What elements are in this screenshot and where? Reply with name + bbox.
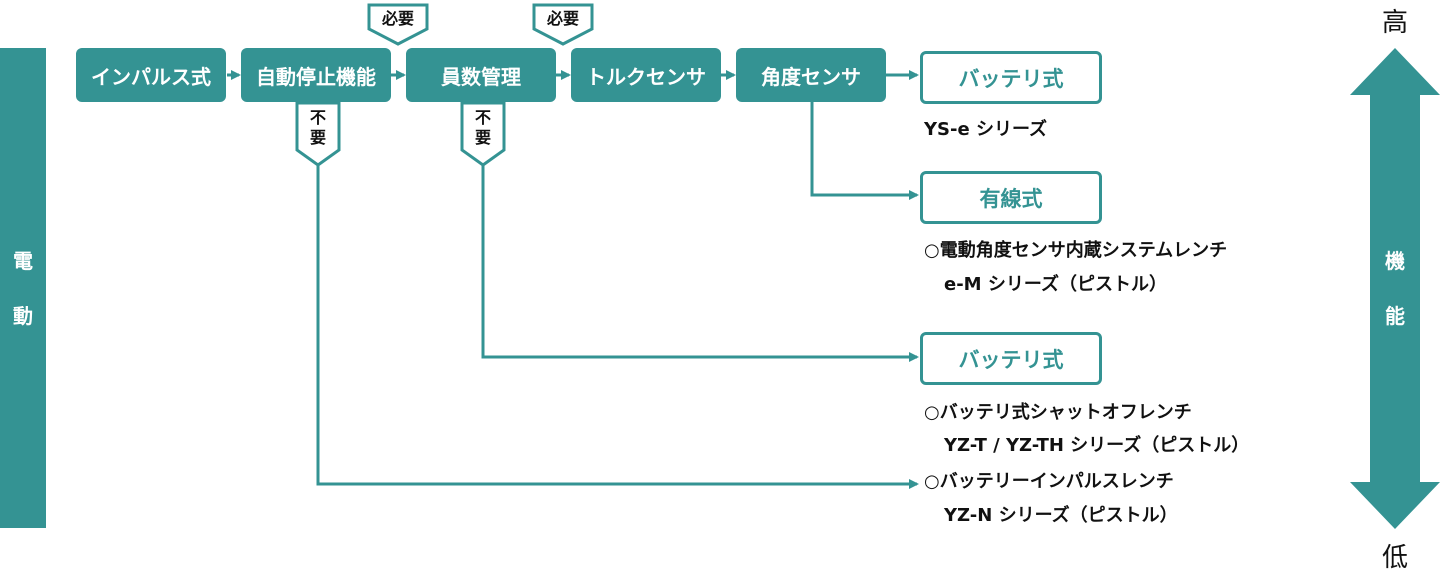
not-required-tag-1: 不要 xyxy=(297,108,339,148)
desc-em-line2: e-M シリーズ（ピストル） xyxy=(944,274,1167,295)
scale-axis-char-1: 機 xyxy=(1385,249,1405,273)
required-tag-2: 必要 xyxy=(546,9,579,28)
not-required-tag-2-shape xyxy=(460,101,506,167)
required-tag-1: 必要 xyxy=(381,9,414,28)
result-wired: 有線式 xyxy=(920,171,1102,224)
scale-high: 高 xyxy=(1382,8,1409,38)
scale-low: 低 xyxy=(1382,543,1409,573)
stage-angle-sensor: 角度センサ xyxy=(736,48,886,102)
stage-auto-stop: 自動停止機能 xyxy=(241,48,391,102)
desc-em-line1: ○電動角度センサ内蔵システムレンチ xyxy=(924,240,1228,261)
result-battery-mid: バッテリ式 xyxy=(920,332,1102,385)
desc-yz-n-line2: YZ-N シリーズ（ピストル） xyxy=(944,505,1178,526)
connector-to-wired xyxy=(810,102,919,200)
stage-count-management: 員数管理 xyxy=(406,48,556,102)
not-required-tag-1-shape xyxy=(295,101,341,167)
desc-yz-n-line1: ○バッテリーインパルスレンチ xyxy=(924,471,1174,492)
desc-ys-e: YS-e シリーズ xyxy=(924,119,1048,140)
stage-torque-sensor: トルクセンサ xyxy=(571,48,721,102)
scale-axis-char-2: 能 xyxy=(1385,304,1405,328)
category-label-char-1: 電 xyxy=(13,249,33,273)
not-required-tag-2: 不要 xyxy=(462,108,504,148)
required-tag-2-shape xyxy=(532,3,594,46)
stage-impulse: インパルス式 xyxy=(76,48,226,102)
connector-to-battery-mid xyxy=(481,165,919,362)
category-label-char-2: 動 xyxy=(13,304,33,328)
result-battery-top: バッテリ式 xyxy=(920,51,1102,104)
desc-yz-t-line1: ○バッテリ式シャットオフレンチ xyxy=(924,402,1192,423)
required-tag-1-shape xyxy=(367,3,429,46)
not-required-tag-2-text: 不要 xyxy=(474,108,491,147)
connector-to-impulse-wrench xyxy=(316,165,919,489)
not-required-tag-1-text: 不要 xyxy=(309,108,326,147)
category-bar: 電 動 xyxy=(0,48,46,528)
function-scale-arrow xyxy=(1350,48,1440,529)
desc-yz-t-line2: YZ-T / YZ-TH シリーズ（ピストル） xyxy=(944,435,1250,456)
